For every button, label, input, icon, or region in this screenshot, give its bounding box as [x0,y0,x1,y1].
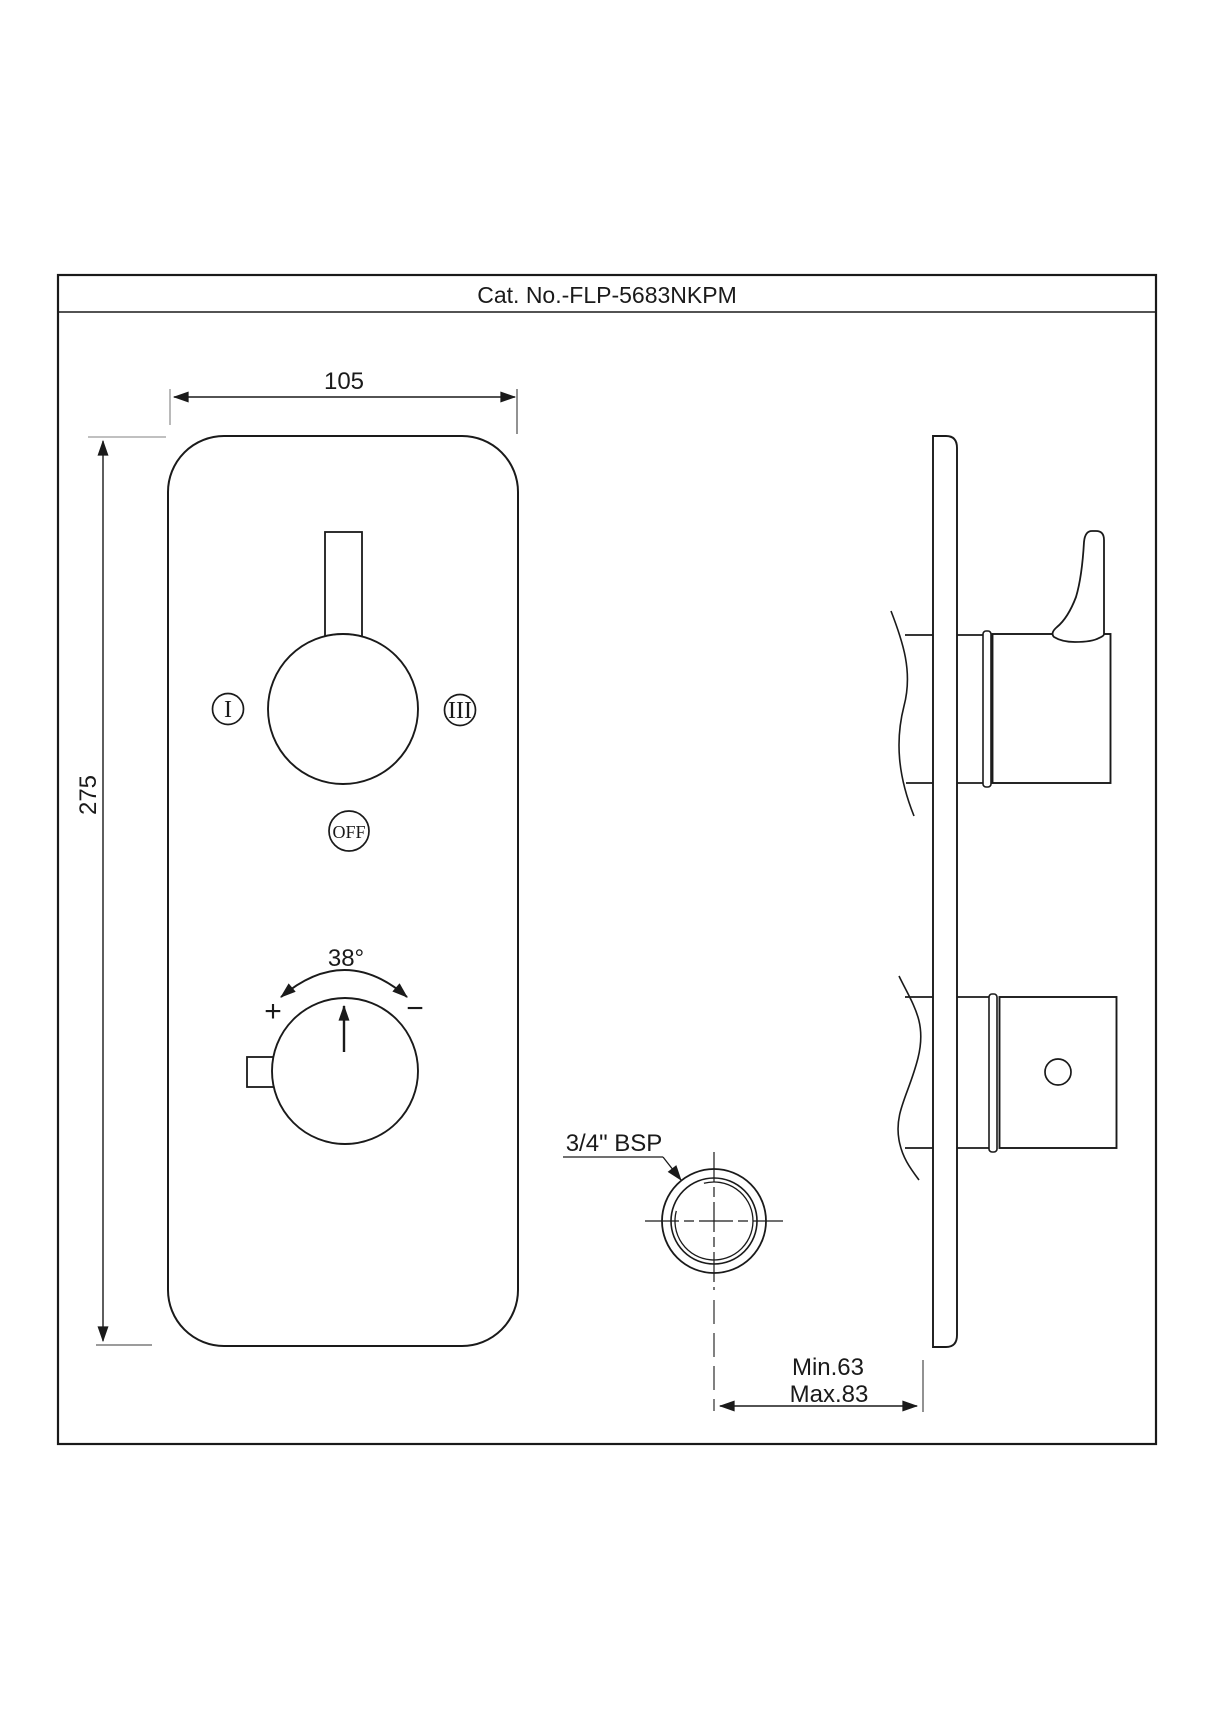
position-1-label: I [224,697,232,723]
position-1-circle [211,692,245,726]
temp-angle-label: 38° [328,945,364,972]
catalog-number-title: Cat. No.-FLP-5683NKPM [477,282,736,308]
temp-swing-arc [280,969,408,998]
frame-border [56,273,1158,1446]
depth-min-value: Min.63 [792,1354,864,1381]
drawing-frame: Cat. No.-FLP-5683NKPM [56,273,1158,1446]
wall-plate-profile [932,435,958,1348]
temp-knob-tab [246,1056,275,1088]
upper-valve-body [991,633,1112,784]
hot-direction-label: + [264,995,282,1028]
bsp-leader-arrow [662,1156,682,1181]
upper-valve-flange [982,630,992,788]
cold-direction-label: − [406,992,424,1025]
height-dimension: 275 [75,436,166,1346]
lower-break-line [897,975,922,1181]
position-off-circle [328,810,370,852]
position-off-label: OFF [332,822,365,842]
lower-valve-body [998,996,1118,1149]
upper-break-line [890,610,915,817]
lower-valve-screw [1044,1058,1072,1086]
position-3-circle [443,693,477,727]
bsp-connection-label: 3/4" BSP [566,1130,663,1157]
position-3-label: III [448,698,472,724]
bsp-thread-arc [674,1181,754,1261]
depth-max-value: Max.83 [790,1381,869,1408]
diverter-knob [267,633,419,785]
lower-valve-flange [988,993,998,1153]
width-dim-value: 105 [324,368,364,395]
side-view [890,435,1118,1348]
face-plate [167,435,519,1347]
width-dimension: 105 [169,368,518,434]
lever-handle-profile [1051,530,1105,643]
temperature-knob [271,997,419,1145]
front-view: I III OFF 38° + − 105 275 [75,368,519,1347]
bsp-port: 3/4" BSP [563,1130,783,1411]
depth-dimension: Min.63 Max.83 [718,1354,924,1412]
height-dim-value: 275 [75,775,102,815]
